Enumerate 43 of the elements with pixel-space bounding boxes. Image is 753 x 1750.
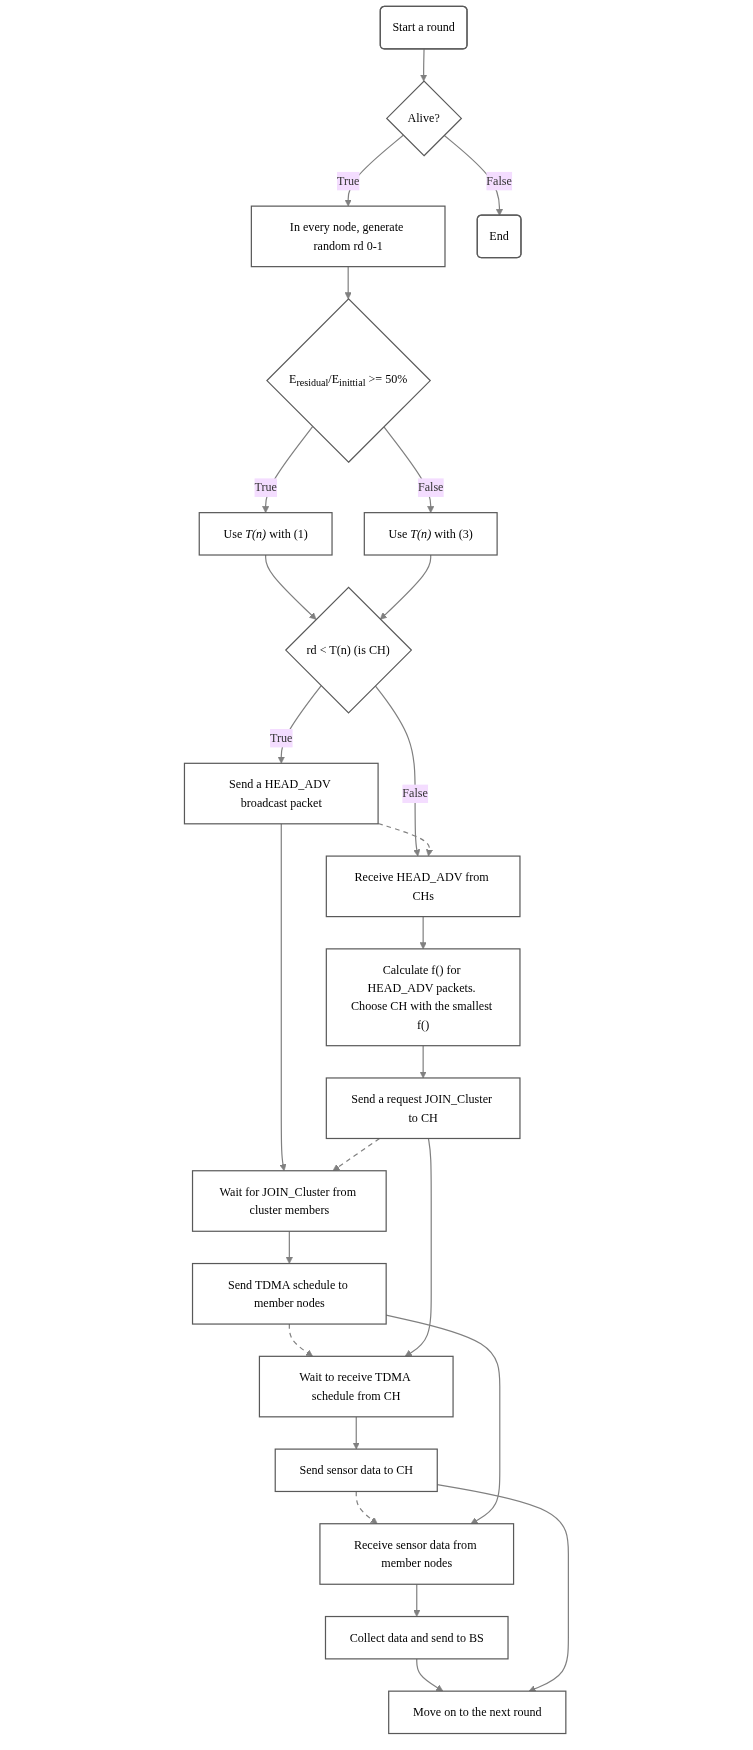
edge-label: False — [402, 786, 428, 800]
node-box: Send a request JOIN_Cluster to CH — [325, 1077, 521, 1140]
node-box: In every node, generate random rd 0-1 — [250, 205, 446, 268]
arrow — [416, 1658, 444, 1692]
edge-label: False — [418, 480, 444, 494]
arrow — [288, 1323, 313, 1357]
node-diamond: E$_{residual}$/E$_{inittial}$ >= 50% — [266, 298, 432, 464]
node-box: Send sensor data to CH — [274, 1448, 438, 1493]
arrow — [377, 822, 434, 857]
node-box: Calculate f() for HEAD_ADV packets. Choose CH with the smallest f() — [325, 948, 521, 1047]
arrow — [413, 1583, 421, 1617]
node-box: Wait for JOIN_Cluster from cluster members — [192, 1170, 387, 1232]
edge-label: True — [270, 731, 293, 745]
node-diamond: rd < T(n) (is CH) — [285, 586, 413, 714]
arrow — [265, 554, 317, 620]
node-box: Send a HEAD_ADV broadcast packet — [183, 762, 379, 825]
arrow — [285, 1230, 293, 1264]
arrow — [344, 266, 352, 300]
arrow — [404, 1137, 432, 1357]
arrow — [374, 685, 421, 857]
arrow — [344, 134, 404, 207]
edge-label: True — [254, 480, 277, 494]
edge-label: True — [337, 174, 360, 188]
arrow — [352, 1416, 360, 1450]
arrow — [419, 1045, 427, 1079]
node-diamond: Alive? — [385, 80, 463, 157]
node-box: Wait to receive TDMA schedule from CH — [258, 1355, 454, 1418]
edge-label: False — [486, 174, 512, 188]
node-box: Collect data and send to BS — [324, 1615, 509, 1660]
node-box: Use T(n) with (3) — [363, 512, 498, 556]
node-box: Use T(n) with (1) — [198, 512, 333, 556]
arrow — [279, 823, 287, 1172]
node-box: Receive HEAD_ADV from CHs — [325, 855, 521, 918]
arrow — [380, 554, 432, 620]
arrow — [262, 426, 314, 513]
arrow — [277, 685, 322, 764]
node-box: Send TDMA schedule to member nodes — [192, 1262, 387, 1325]
arrow — [420, 48, 428, 82]
arrow — [419, 916, 427, 950]
node-box: Move on to the next round — [388, 1690, 567, 1735]
arrow — [355, 1490, 378, 1525]
arrow — [332, 1137, 381, 1172]
node-box: Receive sensor data from member nodes — [319, 1523, 515, 1585]
